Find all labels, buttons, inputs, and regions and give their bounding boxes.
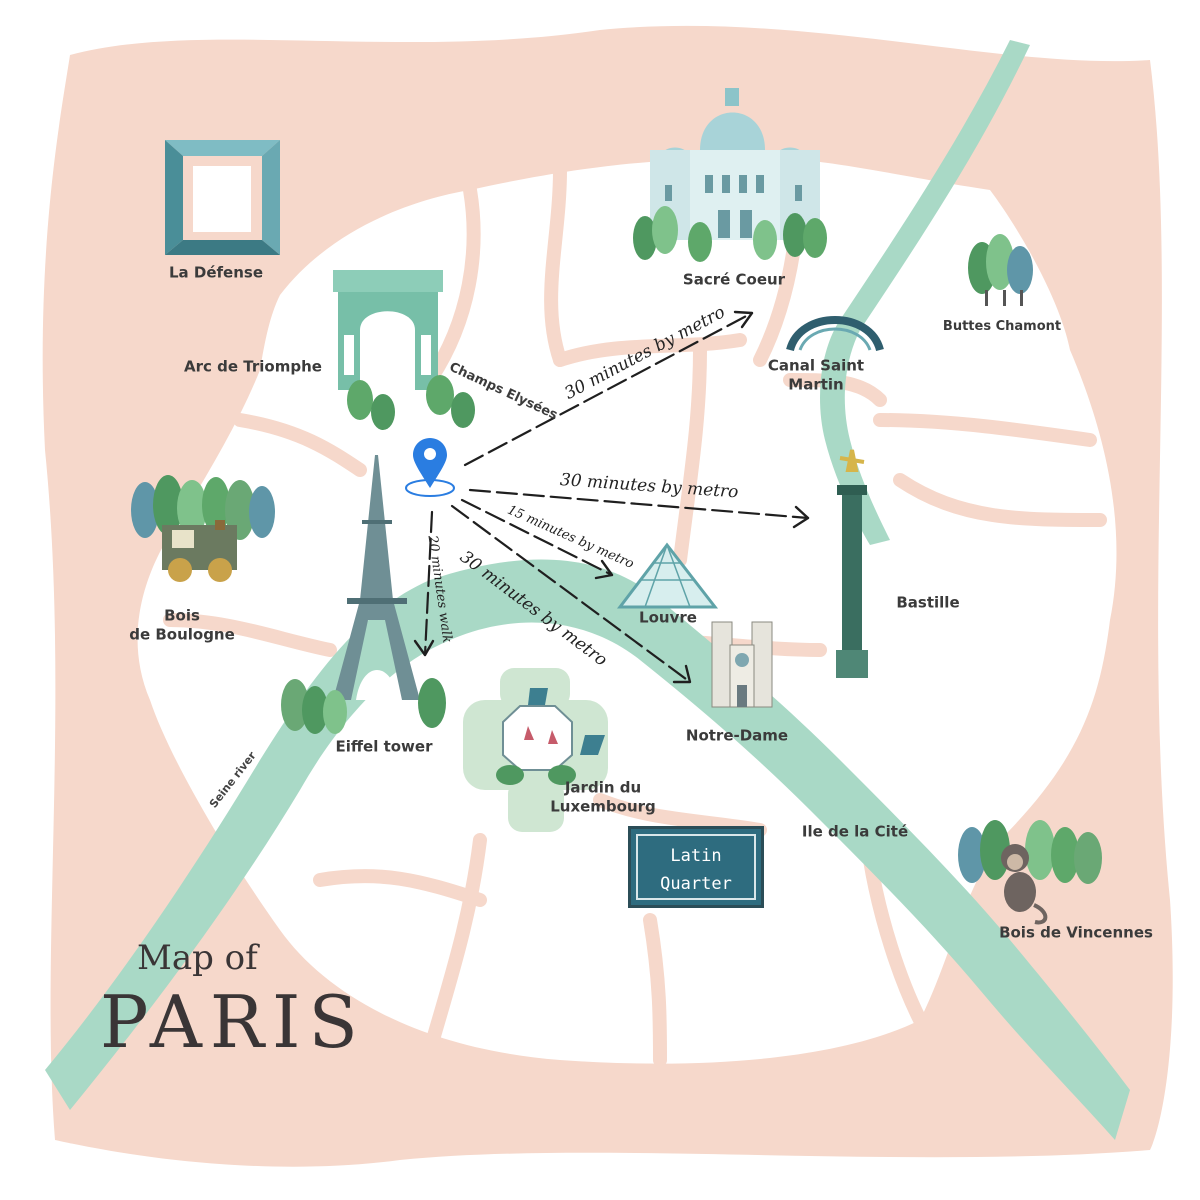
monkey-icon	[1001, 844, 1048, 925]
label-jardin-line2: Luxembourg	[550, 797, 656, 815]
location-pin-icon	[405, 438, 455, 497]
route-line-notre-dame	[450, 504, 692, 684]
map-title-line2: PARIS	[100, 980, 366, 1064]
canal-saint-martin	[820, 40, 1030, 545]
buttes-chamont-trees-icon	[968, 234, 1033, 306]
label-boulogne-line2: de Boulogne	[129, 625, 235, 643]
label-jardin-line1: Jardin du	[564, 778, 642, 797]
label-boulogne-line1: Bois	[164, 606, 200, 625]
bois-de-boulogne-icon	[131, 475, 275, 582]
label-sacre-coeur: Sacré Coeur	[682, 270, 786, 289]
route-line-louvre	[460, 498, 614, 577]
route-line-bastille	[468, 488, 810, 520]
label-bois-de-vincennes: Bois de Vincennes	[999, 923, 1153, 942]
label-arc-de-triomphe: Arc de Triomphe	[184, 357, 322, 376]
la-defense-icon	[165, 140, 280, 255]
canal-bridge-icon	[786, 316, 884, 352]
route-line-eiffel	[423, 510, 434, 657]
label-eiffel-tower: Eiffel tower	[335, 737, 433, 756]
label-bois-de-boulogne: Bois de Boulogne	[129, 606, 235, 644]
label-canal-line2: Martin	[788, 375, 844, 393]
label-ile-de-la-cite: Ile de la Cité	[801, 822, 909, 841]
sign-line2: Quarter	[660, 874, 732, 894]
route-arrowheads	[413, 310, 810, 684]
label-la-defense: La Défense	[168, 263, 264, 282]
label-louvre: Louvre	[639, 608, 697, 627]
latin-quarter-sign: Latin Quarter	[628, 826, 764, 908]
sacre-coeur-icon	[633, 88, 827, 262]
bois-de-vincennes-icon	[958, 820, 1102, 884]
route-line-sacre-coeur	[463, 311, 754, 467]
bastille-column-icon	[836, 449, 868, 678]
map-title-line1: Map of	[137, 938, 258, 978]
route-arrows	[423, 311, 810, 684]
eiffel-tower-icon	[281, 455, 446, 734]
arc-de-triomphe-icon	[333, 270, 475, 430]
label-canal-saint-martin: Canal Saint Martin	[768, 356, 864, 394]
label-canal-line1: Canal Saint	[767, 356, 865, 375]
label-bastille: Bastille	[896, 593, 960, 612]
sign-border	[636, 834, 756, 900]
jardin-luxembourg-icon	[463, 668, 608, 832]
louvre-icon	[616, 542, 719, 609]
sign-line1: Latin	[670, 846, 722, 866]
label-notre-dame: Notre-Dame	[685, 726, 789, 745]
label-jardin-luxembourg: Jardin du Luxembourg	[550, 778, 656, 816]
notre-dame-icon	[711, 621, 773, 708]
label-buttes-chamont: Buttes Chamont	[942, 318, 1062, 334]
